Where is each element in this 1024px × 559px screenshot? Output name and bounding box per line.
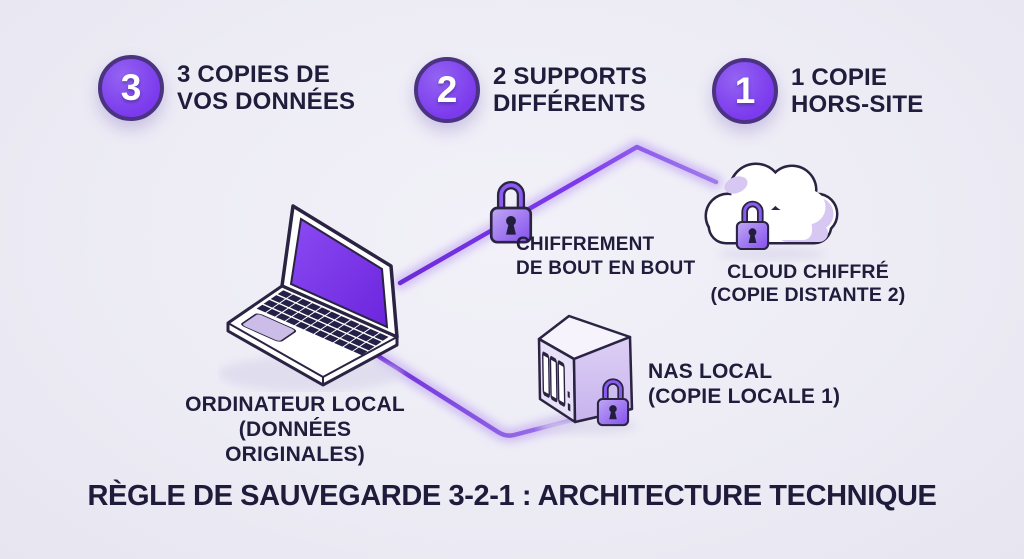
rule-3-copies: 3 3 COPIES DE VOS DONNÉES [98,55,355,121]
rule-2-supports: 2 2 SUPPORTS DIFFÉRENTS [414,57,647,123]
cloud-label-line2: (COPIE DISTANTE 2) [710,284,906,306]
laptop-label: ORDINATEUR LOCAL (DONNÉES ORIGINALES) [178,392,412,467]
rule-3-label-line1: 3 COPIES DE [177,61,330,88]
badge-3: 3 [98,55,164,121]
badge-1: 1 [712,58,778,124]
page-title: RÈGLE DE SAUVEGARDE 3-2-1 : ARCHITECTURE… [87,480,937,512]
trackpad [241,313,297,342]
laptop-icon [218,204,402,392]
cloud-label-line1: CLOUD CHIFFRÉ [727,261,889,283]
rule-1-label-line1: 1 COPIE [791,64,888,91]
rule-1-label-line2: HORS-SITE [791,91,924,118]
laptop-label-line2: (DONNÉES ORIGINALES) [225,418,365,466]
encryption-label-line2: DE BOUT EN BOUT [516,258,696,279]
cloud-label: CLOUD CHIFFRÉ (COPIE DISTANTE 2) [698,261,918,307]
nas-label-line2: (COPIE LOCALE 1) [648,385,841,408]
line-laptop-to-cloud [397,144,719,286]
encryption-label: CHIFFREMENT DE BOUT EN BOUT [516,233,695,281]
rule-3-label: 3 COPIES DE VOS DONNÉES [177,61,355,115]
encryption-label-line1: CHIFFREMENT [516,234,655,255]
nas-label-line1: NAS LOCAL [648,360,773,383]
badge-2: 2 [414,57,480,123]
rule-2-label-line1: 2 SUPPORTS [493,63,648,90]
line-laptop-to-nas [375,353,575,438]
cloud-lock-icon [704,162,839,260]
nas-label: NAS LOCAL (COPIE LOCALE 1) [648,359,840,409]
rule-1-offsite: 1 1 COPIE HORS-SITE [712,58,923,124]
rule-2-label-line2: DIFFÉRENTS [493,90,646,117]
rule-3-label-line2: VOS DONNÉES [177,88,356,115]
rule-1-label: 1 COPIE HORS-SITE [791,64,923,118]
nas-lock-icon [537,314,637,434]
rule-2-label: 2 SUPPORTS DIFFÉRENTS [493,63,647,117]
laptop-label-line1: ORDINATEUR LOCAL [185,393,405,416]
